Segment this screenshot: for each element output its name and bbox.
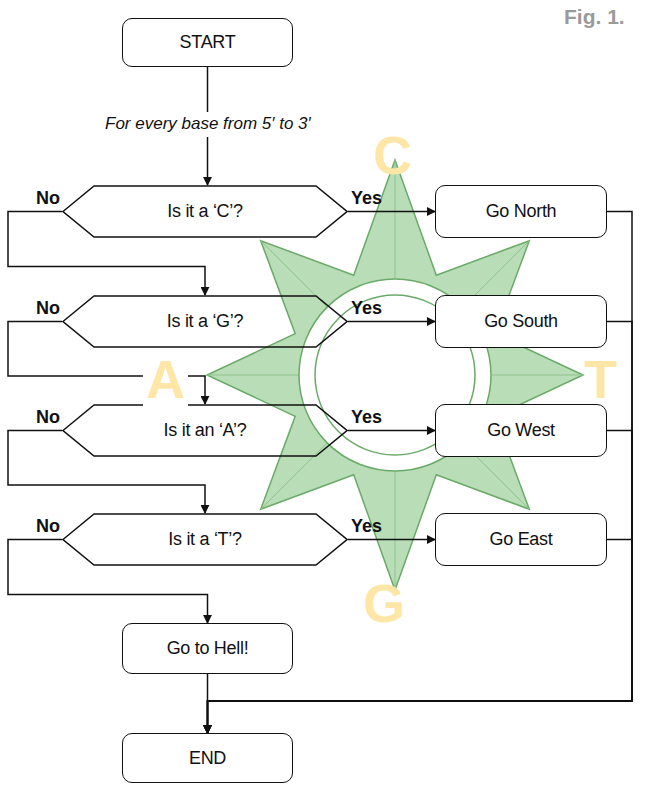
flow-arrow	[348, 539, 435, 541]
branch-label: No	[36, 189, 60, 209]
process-box: Go North	[435, 185, 607, 238]
node-text: Is it a ‘C’?	[167, 201, 242, 222]
node-text: Go West	[487, 420, 555, 441]
compass-letter: G	[363, 576, 405, 630]
branch-label: Yes	[351, 189, 382, 209]
flow-arrow	[207, 674, 209, 733]
figure-number: Fig. 1.	[564, 6, 625, 27]
branch-label: Yes	[351, 299, 382, 319]
node-text: Go to Hell!	[167, 638, 249, 659]
terminal-box: Go to Hell!	[122, 623, 293, 674]
decision-hexagon-shape	[63, 186, 347, 237]
loop-note: For every base from 5′ to 3′	[101, 112, 315, 137]
branch-label: No	[36, 517, 60, 537]
process-box: Go East	[435, 513, 607, 566]
branch-label: No	[36, 408, 60, 428]
decision-hexagon-shape	[63, 405, 347, 456]
terminal-box: END	[122, 733, 293, 783]
decision-hexagon: Is it a ‘T’?	[62, 513, 348, 566]
decision-hexagon: Is it a ‘G’?	[62, 295, 348, 348]
terminal-box: START	[122, 18, 293, 67]
decision-hexagon: Is it a ‘C’?	[62, 185, 348, 238]
decision-hexagon-shape	[63, 514, 347, 565]
node-text: Go North	[486, 201, 557, 222]
compass-letter: T	[584, 352, 617, 406]
compass-letter: A	[143, 352, 188, 406]
node-text: END	[189, 748, 226, 769]
flow-arrow	[8, 431, 205, 514]
process-box: Go West	[435, 404, 607, 457]
flow-arrow	[348, 211, 435, 213]
flow-arrow	[348, 430, 435, 432]
node-text: Is it a ‘T’?	[168, 529, 241, 550]
branch-label: Yes	[351, 408, 382, 428]
decision-hexagon-shape	[63, 296, 347, 347]
node-text: START	[180, 32, 236, 53]
node-text: Is it a ‘G’?	[167, 311, 243, 332]
flow-arrow	[348, 321, 435, 323]
process-box: Go South	[435, 295, 607, 348]
compass-letter: C	[373, 128, 412, 182]
flow-arrow	[8, 212, 205, 296]
node-text: Go South	[484, 311, 558, 332]
flow-arrow	[8, 540, 208, 624]
branch-label: No	[36, 299, 60, 319]
branch-label: Yes	[351, 517, 382, 537]
node-text: Is it an ‘A’?	[164, 420, 247, 441]
flow-arrow	[208, 431, 633, 734]
node-text: Go East	[490, 529, 553, 550]
decision-hexagon: Is it an ‘A’?	[62, 404, 348, 457]
